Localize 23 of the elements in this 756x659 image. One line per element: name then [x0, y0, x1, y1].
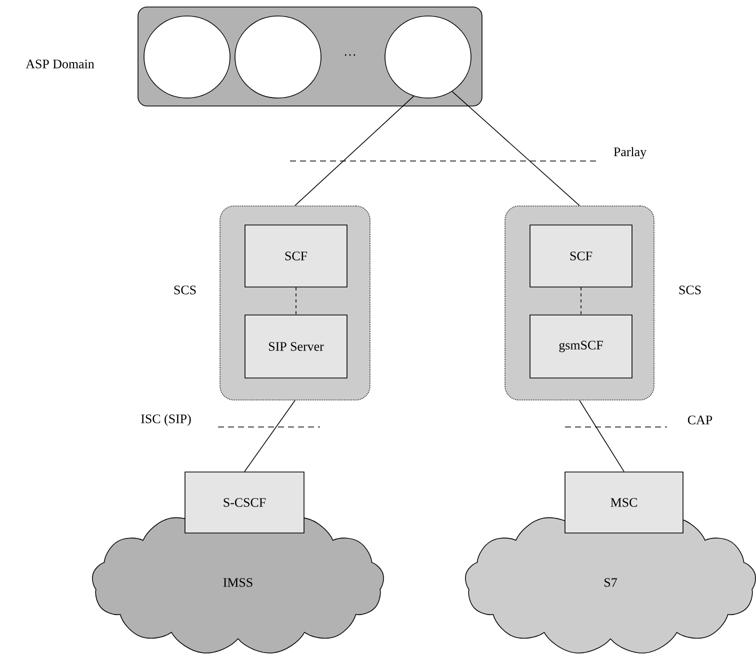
interface-label: CAP	[688, 416, 712, 424]
circle	[384, 16, 472, 98]
interface-label: ISC (SIP)	[141, 414, 191, 426]
domain-label: ASP Domain	[26, 60, 94, 68]
connector	[452, 91, 580, 206]
function-box: SCF	[530, 224, 632, 288]
function-box: SCF	[244, 224, 348, 288]
connector	[579, 400, 624, 472]
connector	[580, 287, 582, 315]
scs-label: SCS	[679, 286, 701, 294]
interface-label: Parlay	[614, 147, 646, 159]
ellipsis-label: …	[344, 54, 356, 56]
circle	[234, 16, 322, 98]
connector	[294, 96, 414, 206]
circle	[144, 16, 230, 98]
connector	[244, 400, 296, 472]
network-cloud: S7	[465, 510, 756, 654]
scs-label: SCS	[174, 286, 196, 294]
function-box: MSC	[564, 472, 684, 534]
function-box: SIP Server	[244, 314, 348, 378]
function-box: gsmSCF	[530, 314, 632, 378]
network-cloud: IMSS	[92, 510, 384, 654]
function-box: S-CSCF	[184, 472, 304, 534]
